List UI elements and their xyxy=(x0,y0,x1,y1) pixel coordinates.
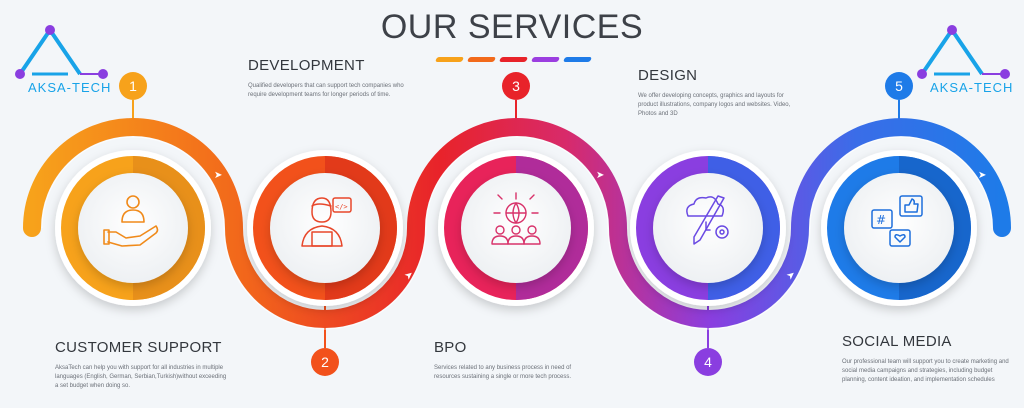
service-description: Qualified developers that can support te… xyxy=(248,83,404,98)
service-circle-1 xyxy=(55,150,211,306)
service-title: SOCIAL MEDIA xyxy=(842,333,952,350)
accent-dash xyxy=(498,57,529,62)
stem-5 xyxy=(898,100,900,122)
step-number-4: 4 xyxy=(694,348,722,376)
ribbon-arrow-icon: ➤ xyxy=(214,170,222,181)
accent-dash xyxy=(466,57,497,62)
accent-dash xyxy=(434,57,465,62)
ribbon-arrow-icon: ➤ xyxy=(978,170,986,181)
logo-text: AKSA-TECH xyxy=(28,80,112,95)
customer-support-icon xyxy=(103,195,159,247)
service-title: DEVELOPMENT xyxy=(248,57,365,74)
svg-text:#: # xyxy=(876,213,886,227)
ribbon-thin-line xyxy=(41,136,993,330)
step-number-2: 2 xyxy=(311,348,339,376)
developer-icon: </> xyxy=(301,197,352,247)
stem-3 xyxy=(515,100,517,122)
ribbon-arrow-icon: ➤ xyxy=(596,170,604,181)
service-description: AksaTech can help you with support for a… xyxy=(55,365,227,389)
service-block-design: DESIGN We offer developing concepts, gra… xyxy=(638,67,798,119)
serpentine-ribbon xyxy=(23,118,1011,328)
logo-right: AKSA-TECH xyxy=(912,20,1022,95)
service-circle-5 xyxy=(821,150,977,306)
service-circle-3 xyxy=(438,150,594,306)
service-block-social-media: SOCIAL MEDIA Our professional team will … xyxy=(842,333,1017,385)
step-number-5: 5 xyxy=(885,72,913,100)
service-title: DESIGN xyxy=(638,67,698,84)
service-description: We offer developing concepts, graphics a… xyxy=(638,93,791,117)
stem-1 xyxy=(132,100,134,122)
svg-text:</>: </> xyxy=(335,203,348,211)
service-title: BPO xyxy=(434,339,467,356)
accent-dash xyxy=(530,57,561,62)
step-number-1: 1 xyxy=(119,72,147,100)
design-icon xyxy=(686,195,729,245)
aksa-tech-logo-icon xyxy=(917,25,1010,79)
service-title: CUSTOMER SUPPORT xyxy=(55,339,222,356)
service-description: Our professional team will support you t… xyxy=(842,359,1009,383)
logo-left: AKSA-TECH xyxy=(10,20,120,95)
accent-dash xyxy=(562,57,593,62)
logo-text: AKSA-TECH xyxy=(930,80,1014,95)
bpo-team-icon xyxy=(491,192,541,245)
page-title: OUR SERVICES xyxy=(380,8,644,46)
aksa-tech-logo-icon xyxy=(15,25,108,79)
social-media-icon: # xyxy=(871,195,923,247)
service-block-development: DEVELOPMENT Qualified developers that ca… xyxy=(248,57,408,100)
service-block-bpo: BPO Services related to any business pro… xyxy=(434,339,594,382)
service-circle-4 xyxy=(630,150,786,306)
service-circle-2 xyxy=(247,150,403,306)
service-block-customer-support: CUSTOMER SUPPORT AksaTech can help you w… xyxy=(55,339,230,391)
service-description: Services related to any business process… xyxy=(434,365,572,380)
step-number-3: 3 xyxy=(502,72,530,100)
